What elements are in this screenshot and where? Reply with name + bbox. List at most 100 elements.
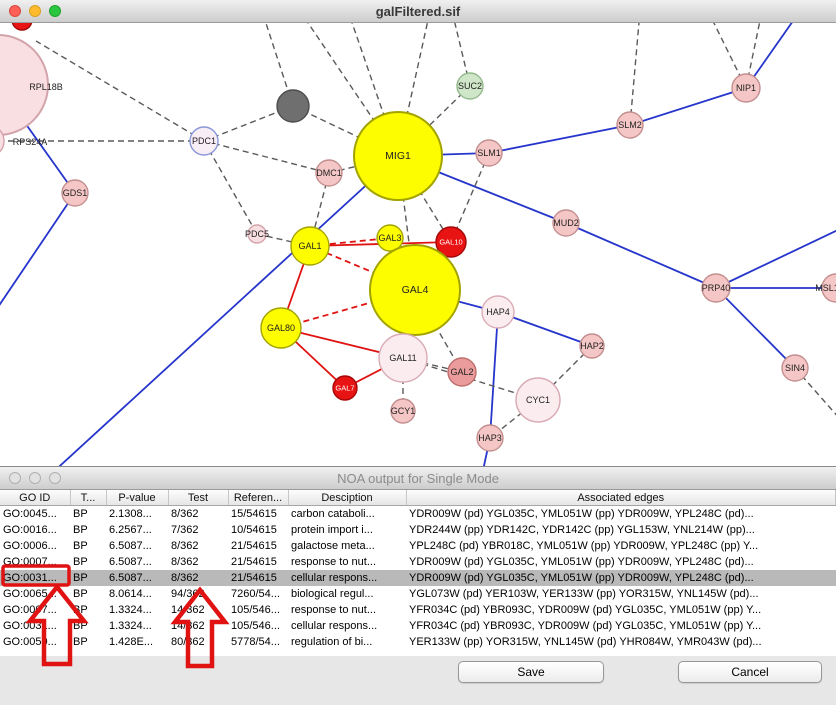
network-edge-gray[interactable] xyxy=(629,23,640,126)
node-gal1[interactable] xyxy=(290,226,330,266)
node-label: GAL4 xyxy=(402,284,429,296)
node-pdc1[interactable] xyxy=(189,126,219,156)
node-unlabeled[interactable] xyxy=(276,89,310,123)
column-header-5[interactable]: Desciption xyxy=(288,490,407,506)
column-header-2[interactable]: P-value xyxy=(106,490,169,506)
node-rps24a[interactable] xyxy=(0,125,5,157)
minimize-button[interactable] xyxy=(29,5,41,17)
table-cell: 7/362 xyxy=(171,524,199,536)
column-header-3[interactable]: Test xyxy=(168,490,229,506)
node-gal4[interactable] xyxy=(369,244,461,336)
network-edge-blue[interactable] xyxy=(50,155,399,467)
node-gal11[interactable] xyxy=(378,333,428,383)
network-svg[interactable]: RPL18BRPS24AGDS1PDC1PDC5DMC1MIG1SUC2SLM1… xyxy=(0,23,836,467)
node-sin4[interactable] xyxy=(781,354,809,382)
node-mig1[interactable] xyxy=(353,111,443,201)
node-label: GAL11 xyxy=(389,353,416,363)
network-edge-gray[interactable] xyxy=(397,155,452,243)
network-edge-blue[interactable] xyxy=(629,87,747,126)
network-edge-gray[interactable] xyxy=(300,23,399,157)
table-cell: GO:0045... xyxy=(3,508,57,520)
zoom-button[interactable] xyxy=(49,5,61,17)
save-button[interactable]: Save xyxy=(458,661,604,683)
node-slm2[interactable] xyxy=(616,111,644,139)
minimize-button[interactable] xyxy=(29,472,41,484)
node-gal3[interactable] xyxy=(376,224,404,252)
network-edge-blue[interactable] xyxy=(489,311,499,439)
network-edge-blue[interactable] xyxy=(488,124,631,154)
table-cell: GO:0006... xyxy=(3,540,57,552)
node-label: SLM1 xyxy=(477,148,501,158)
node-rpl18b[interactable] xyxy=(0,34,49,136)
node-dmc1[interactable] xyxy=(315,159,343,187)
node-gal2[interactable] xyxy=(447,357,477,387)
table-cell: 105/546... xyxy=(231,620,280,632)
network-edge-gray[interactable] xyxy=(262,23,294,107)
close-button[interactable] xyxy=(9,5,21,17)
table-cell: 1.3324... xyxy=(109,620,152,632)
window-title: galFiltered.sif xyxy=(375,3,461,19)
node-msl1[interactable] xyxy=(821,273,836,303)
network-edge-gray[interactable] xyxy=(450,152,490,243)
zoom-button[interactable] xyxy=(49,472,61,484)
network-edge-blue[interactable] xyxy=(715,287,796,369)
column-header-6[interactable]: Associated edges xyxy=(406,490,836,506)
table-cell: 21/54615 xyxy=(231,540,277,552)
network-window-titlebar[interactable]: galFiltered.sif xyxy=(0,0,836,23)
node-label: GAL1 xyxy=(298,241,321,251)
table-cell: 14/362 xyxy=(171,604,205,616)
node-mud2[interactable] xyxy=(552,209,580,237)
node-hap4[interactable] xyxy=(481,295,515,329)
node-slm1[interactable] xyxy=(475,139,503,167)
node-unlabeled[interactable] xyxy=(11,23,33,31)
table-cell: 94/362 xyxy=(171,588,205,600)
network-edge-gray[interactable] xyxy=(203,140,258,235)
cancel-button[interactable]: Cancel xyxy=(678,661,822,683)
network-edge-blue[interactable] xyxy=(0,192,76,313)
table-cell: YDR009W (pd) YGL035C, YML051W (pp) YDR00… xyxy=(409,556,754,568)
node-nip1[interactable] xyxy=(731,73,761,103)
node-prp40[interactable] xyxy=(701,273,731,303)
table-cell: 8/362 xyxy=(168,570,228,586)
node-label: GCY1 xyxy=(391,406,416,416)
node-gal10[interactable] xyxy=(435,226,467,258)
table-cell: 105/546... xyxy=(231,604,280,616)
column-header-0[interactable]: GO ID xyxy=(0,490,71,506)
table-cell: biological regul... xyxy=(291,588,374,600)
table-cell: 6.5087... xyxy=(106,570,168,586)
column-header-4[interactable]: Referen... xyxy=(228,490,289,506)
noa-window-titlebar[interactable]: NOA output for Single Mode xyxy=(0,467,836,490)
node-gds1[interactable] xyxy=(61,179,89,207)
node-suc2[interactable] xyxy=(456,72,484,100)
column-header-1[interactable]: T... xyxy=(70,490,107,506)
network-edge-blue[interactable] xyxy=(565,222,717,289)
network-edge-blue[interactable] xyxy=(745,23,800,89)
node-label: RPS24A xyxy=(13,137,48,147)
node-label: GAL7 xyxy=(335,384,354,393)
node-gcy1[interactable] xyxy=(390,398,416,424)
close-button[interactable] xyxy=(9,472,21,484)
network-edge-blue[interactable] xyxy=(715,229,836,289)
table-cell: response to nut... xyxy=(291,556,376,568)
node-hap2[interactable] xyxy=(579,333,605,359)
network-edge-gray[interactable] xyxy=(35,40,205,142)
network-edge-gray[interactable] xyxy=(203,140,330,174)
table-cell: 6.2567... xyxy=(109,524,152,536)
node-gal80[interactable] xyxy=(260,307,302,349)
node-pdc5[interactable] xyxy=(247,224,267,244)
node-cyc1[interactable] xyxy=(515,377,561,423)
node-hap3[interactable] xyxy=(476,424,504,452)
node-gal7[interactable] xyxy=(332,375,358,401)
